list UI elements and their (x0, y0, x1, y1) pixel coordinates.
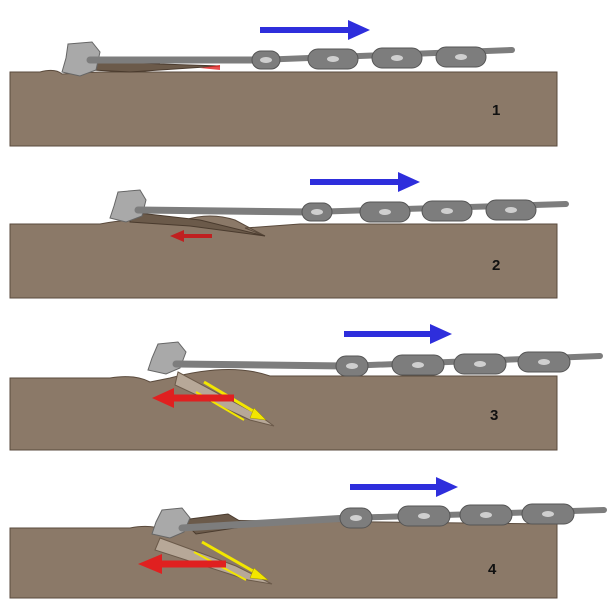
resist-arrow-head (170, 230, 184, 242)
penetration-arrow-head (249, 407, 267, 421)
anchor-shank (172, 360, 349, 370)
panel-number: 4 (488, 561, 497, 578)
pull-arrow-head (436, 477, 458, 497)
seabed-block (9, 519, 558, 599)
resist-arrow-head (138, 554, 162, 574)
panel-3: 3 (9, 324, 603, 451)
anchor-crown (147, 341, 187, 375)
seabed-block (9, 368, 558, 451)
anchor-crown (109, 189, 147, 223)
panel-number: 3 (490, 407, 498, 424)
panel-number: 1 (492, 102, 500, 119)
pull-arrow-head (398, 172, 420, 192)
anchor-shank (178, 514, 352, 532)
chain (251, 46, 515, 70)
panel-number: 2 (492, 257, 500, 274)
penetration-arrow (201, 540, 259, 576)
anchor-shank (134, 206, 314, 216)
seabed-block (9, 215, 558, 299)
anchor-crown (61, 41, 101, 77)
chain (339, 503, 607, 529)
resist-arrow-head (152, 388, 174, 408)
panel-2: 2 (9, 172, 569, 299)
penetration-arrow-head (249, 567, 269, 581)
resist-arrow (200, 65, 220, 70)
panel-1: 1 (9, 20, 558, 147)
pull-arrow-head (430, 324, 452, 344)
pull-arrow-head (348, 20, 370, 40)
chain (335, 351, 603, 377)
seabed-block (9, 69, 558, 147)
panel-4: 4 (9, 477, 607, 599)
chain (301, 199, 569, 223)
